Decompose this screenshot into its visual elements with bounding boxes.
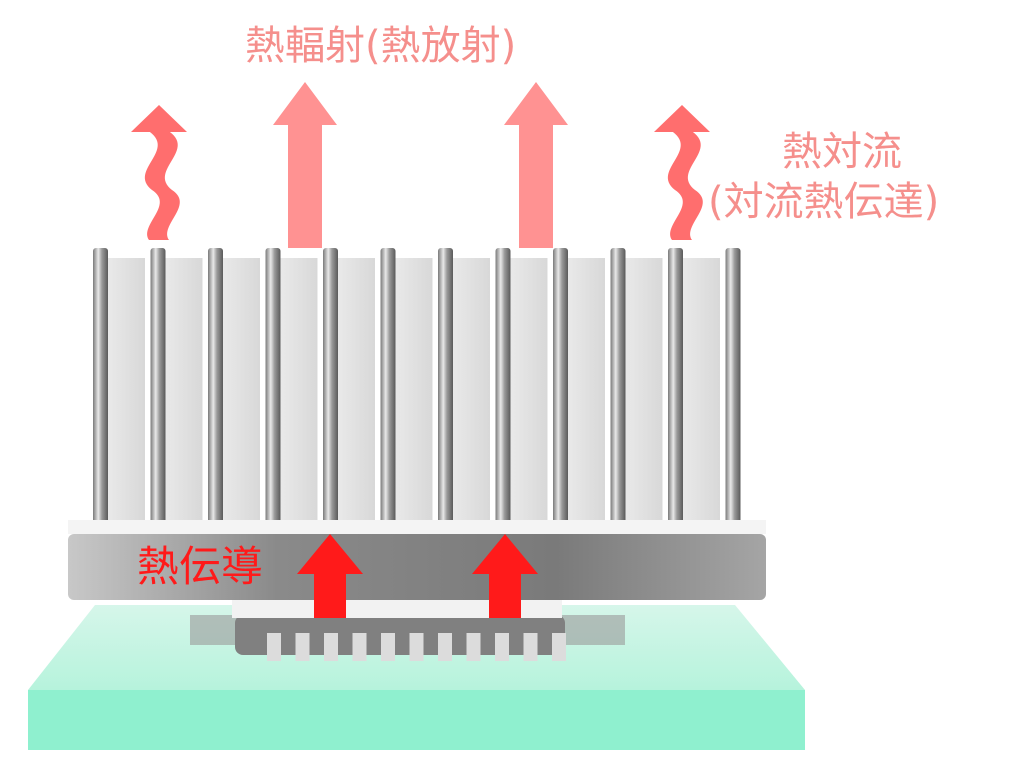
heatsink-fin	[208, 248, 260, 524]
ic-chip	[190, 615, 625, 661]
chip-lead	[523, 633, 538, 661]
chip-lead	[438, 633, 452, 661]
heatsink-fin	[610, 248, 663, 524]
heatsink-fin	[668, 248, 720, 524]
chip-lead	[352, 633, 367, 661]
radiation-arrow	[504, 82, 568, 248]
conduction-label: 熱伝導	[137, 542, 264, 591]
chip-leads	[267, 633, 566, 661]
heatsink-fin	[323, 248, 375, 524]
radiation-arrow	[273, 82, 337, 248]
chip-lead	[381, 633, 395, 661]
heatsink-fin	[495, 248, 548, 524]
heatsink-fin	[265, 248, 318, 524]
convection-label: 熱対流	[782, 129, 902, 175]
convection-arrow	[131, 105, 187, 240]
chip-lead	[495, 633, 509, 661]
heatsink-fin	[150, 248, 203, 524]
convection-arrow	[654, 105, 710, 240]
chip-lead	[409, 633, 424, 661]
radiation-label: 熱輻射(熱放射)	[245, 23, 517, 69]
chip-lead	[466, 633, 481, 661]
heatsink-fin	[438, 248, 490, 524]
chip-lead	[295, 633, 310, 661]
heatsink-base	[68, 520, 766, 600]
heatsink-fin	[380, 248, 433, 524]
heatsink-fin	[93, 248, 145, 524]
conduction-arrow	[472, 534, 538, 618]
conduction-arrow	[297, 534, 363, 618]
chip-lead	[324, 633, 338, 661]
heatsink-fin	[725, 248, 741, 524]
chip-lead	[267, 633, 281, 661]
convection-sublabel: (対流熱伝達)	[708, 179, 940, 225]
heatsink-fin	[553, 248, 605, 524]
heatsink-fins	[93, 248, 741, 524]
chip-lead	[552, 633, 566, 661]
